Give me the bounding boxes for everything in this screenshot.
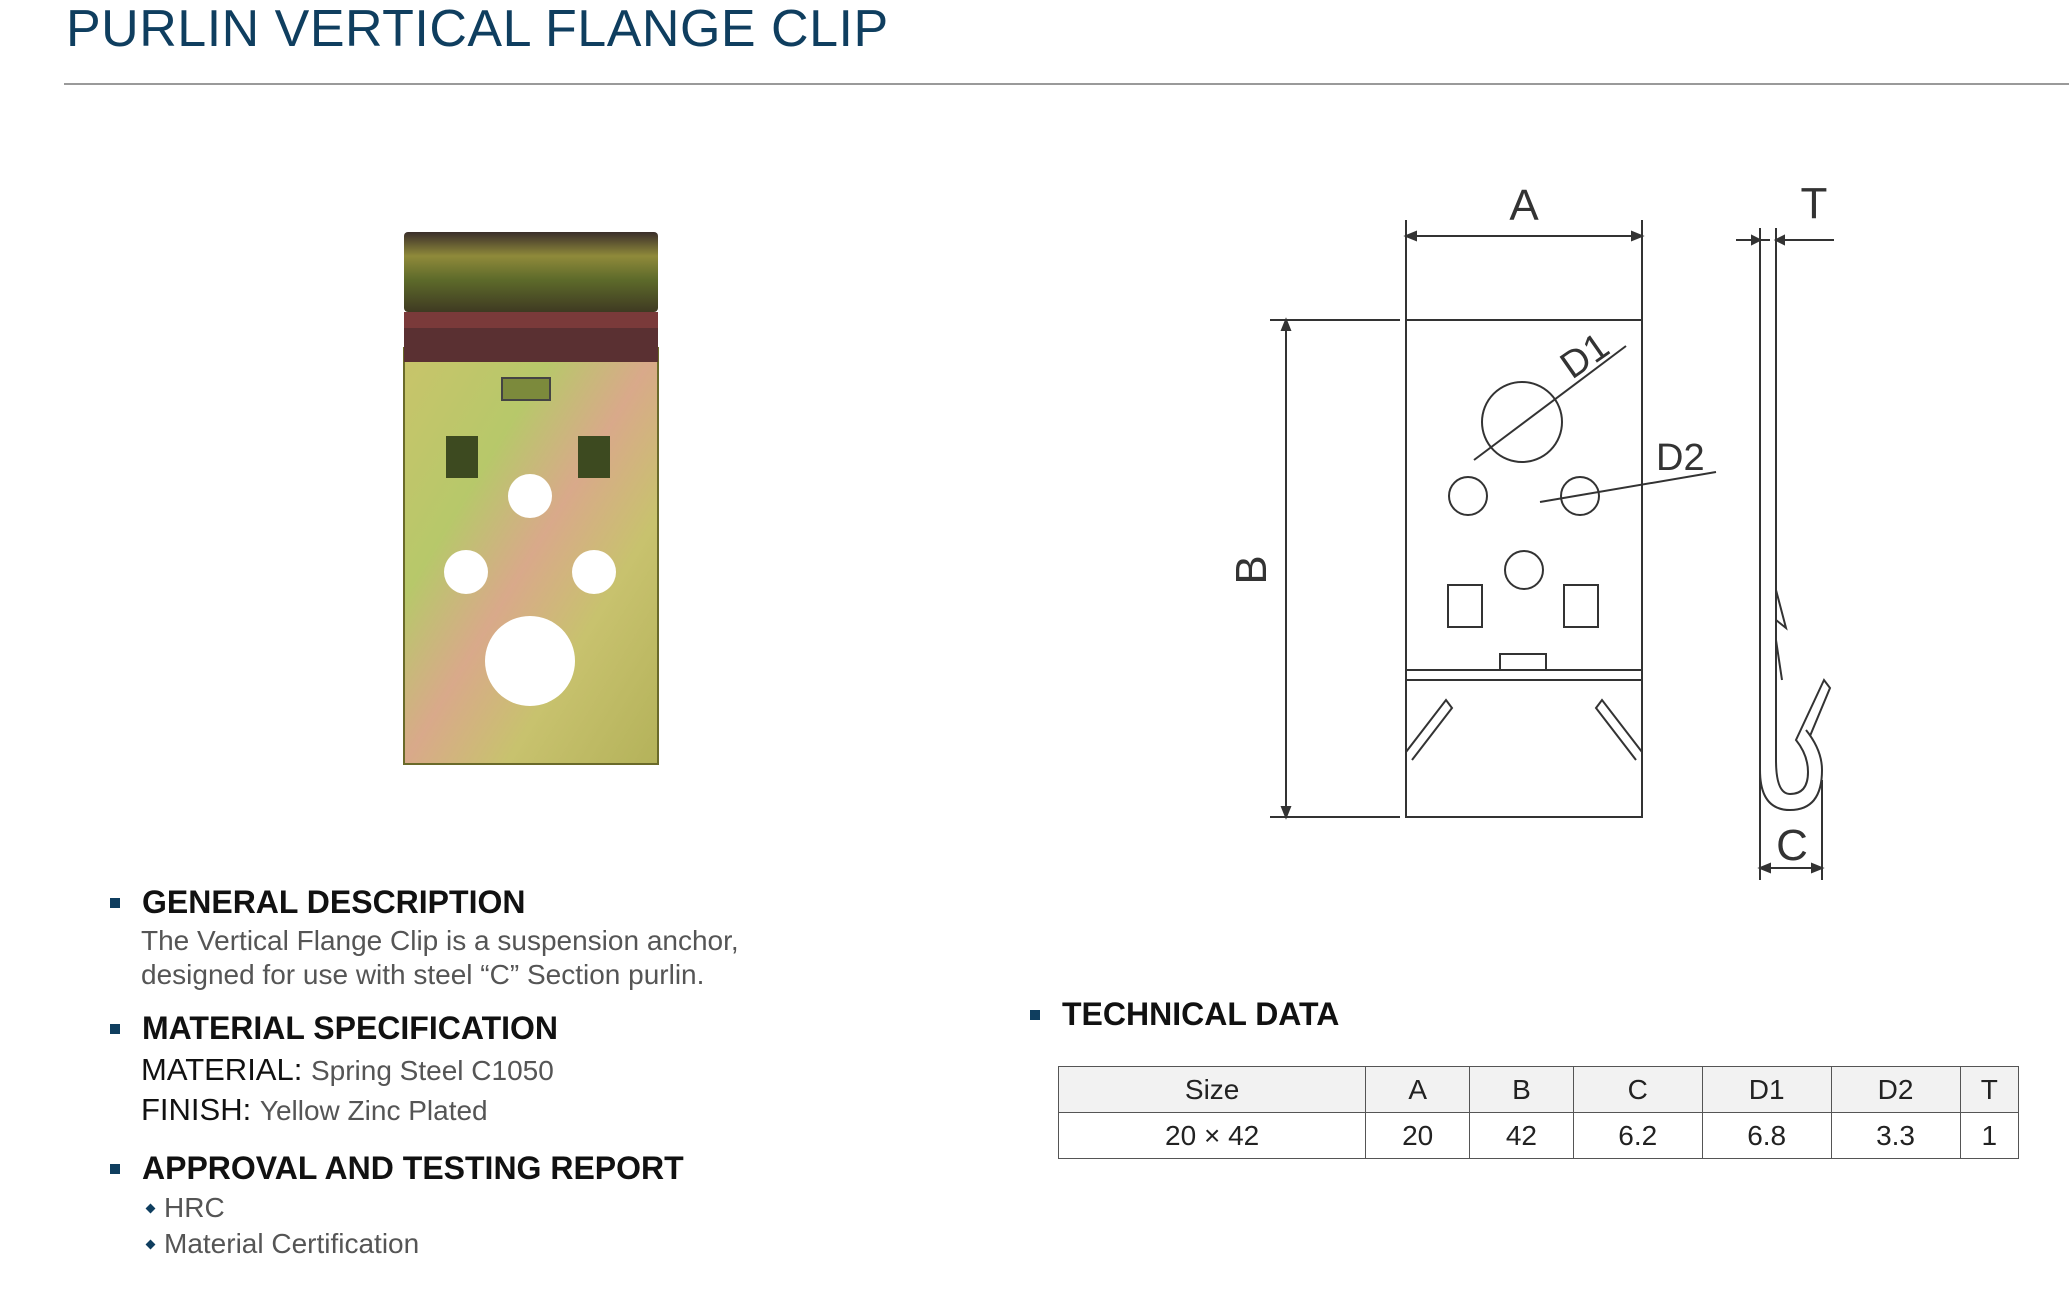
- square-bullet-icon: [110, 1023, 120, 1034]
- material-specification-heading: MATERIAL SPECIFICATION: [110, 1010, 558, 1047]
- technical-data-table: Size A B C D1 D2 T 20 × 42 20 42 6.2 6.8…: [1057, 1066, 2019, 1159]
- column-header: B: [1469, 1066, 1574, 1113]
- title-divider: [64, 83, 2069, 85]
- report-item: HRC: [145, 1192, 225, 1224]
- diamond-bullet-icon: [145, 1203, 156, 1213]
- table-row: 20 × 42 20 42 6.2 6.8 3.3 1: [1057, 1112, 2019, 1159]
- table-cell: 1: [1959, 1112, 2019, 1159]
- table-cell: 42: [1469, 1112, 1574, 1159]
- square-bullet-icon: [110, 1163, 120, 1174]
- dim-label-a: A: [1509, 181, 1539, 230]
- general-description-line-2: designed for use with steel “C” Section …: [141, 959, 705, 990]
- square-bullet-icon: [1030, 1009, 1040, 1020]
- table-cell: 6.8: [1701, 1112, 1832, 1159]
- material-label: MATERIAL:: [141, 1052, 303, 1087]
- column-header: Size: [1057, 1066, 1367, 1113]
- column-header: A: [1365, 1066, 1471, 1113]
- table-cell: 20: [1365, 1112, 1471, 1159]
- finish-value: Yellow Zinc Plated: [259, 1095, 488, 1126]
- dim-label-t: T: [1801, 180, 1828, 228]
- report-item: Material Certification: [145, 1228, 419, 1260]
- product-photo: [403, 232, 659, 765]
- dim-label-c: C: [1776, 821, 1808, 870]
- general-description-heading: GENERAL DESCRIPTION: [110, 884, 525, 921]
- column-header: D1: [1701, 1066, 1832, 1113]
- table-cell: 20 × 42: [1057, 1112, 1367, 1159]
- finish-label: FINISH:: [141, 1092, 252, 1127]
- approval-testing-heading: APPROVAL AND TESTING REPORT: [110, 1150, 684, 1187]
- material-line: MATERIAL: Spring Steel C1050: [141, 1052, 554, 1088]
- table-cell: 6.2: [1572, 1112, 1703, 1159]
- page-title: PURLIN VERTICAL FLANGE CLIP: [66, 0, 889, 58]
- diamond-bullet-icon: [145, 1239, 156, 1249]
- technical-drawing: A B T D1 D2 C: [1230, 180, 1834, 880]
- dim-label-b: B: [1230, 555, 1276, 584]
- table-cell: 3.3: [1830, 1112, 1961, 1159]
- square-bullet-icon: [110, 897, 120, 908]
- column-header: D2: [1830, 1066, 1961, 1113]
- column-header: C: [1572, 1066, 1703, 1113]
- finish-line: FINISH: Yellow Zinc Plated: [141, 1092, 488, 1128]
- general-description-line-1: The Vertical Flange Clip is a suspension…: [141, 925, 739, 956]
- dim-label-d1: D1: [1553, 325, 1617, 387]
- material-value: Spring Steel C1050: [310, 1055, 554, 1086]
- table-header-row: Size A B C D1 D2 T: [1057, 1066, 2019, 1113]
- technical-data-heading: TECHNICAL DATA: [1030, 996, 1339, 1033]
- dim-label-d2: D2: [1656, 437, 1705, 479]
- column-header: T: [1959, 1066, 2019, 1113]
